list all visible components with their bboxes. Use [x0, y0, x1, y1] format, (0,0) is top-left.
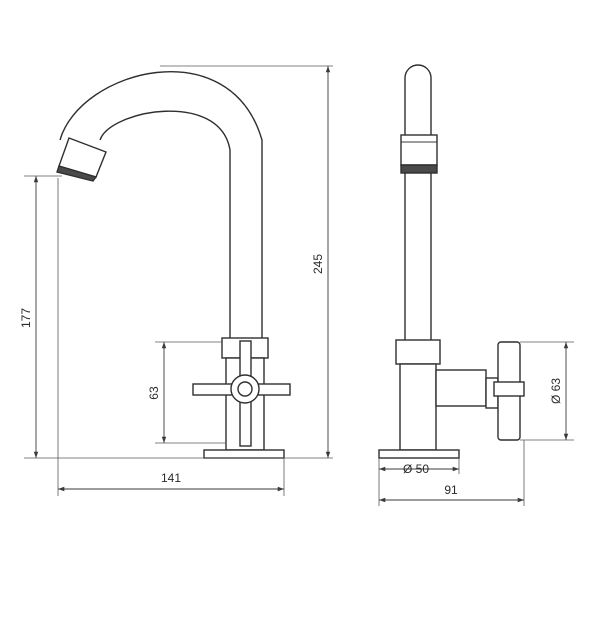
- dim-label-245: 245: [311, 254, 325, 274]
- side-cross-handle: [493, 341, 525, 441]
- front-view: 245 177 63 141: [19, 65, 333, 496]
- side-spout-top: [404, 64, 432, 135]
- front-cross-handle: [192, 340, 291, 447]
- side-aerator: [400, 134, 438, 174]
- side-valve-body: [399, 363, 437, 451]
- side-view: Ø 50 91 Ø 63: [378, 64, 574, 506]
- side-base-plate: [378, 449, 460, 459]
- side-valve-stem: [435, 369, 487, 407]
- dim-label-177: 177: [19, 308, 33, 328]
- front-spout-neck: [59, 71, 263, 340]
- dim-label-50: Ø 50: [403, 462, 429, 476]
- front-aerator: [56, 137, 107, 182]
- side-pipe: [404, 173, 432, 340]
- front-base-plate: [203, 449, 285, 459]
- side-body-collar: [395, 339, 441, 365]
- dim-label-141: 141: [161, 471, 181, 485]
- dim-label-91: 91: [444, 483, 458, 497]
- dim-label-63-side: Ø 63: [549, 378, 563, 404]
- dim-label-63-front: 63: [147, 386, 161, 400]
